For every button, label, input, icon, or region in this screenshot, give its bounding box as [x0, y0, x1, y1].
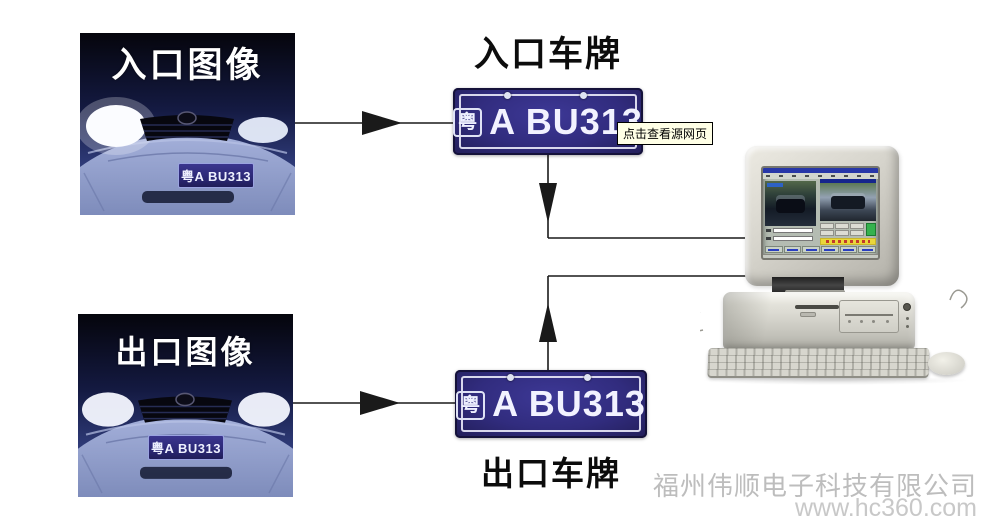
app-button-row — [765, 246, 877, 253]
plate-serial: A BU313 — [492, 383, 646, 424]
crt-monitor — [745, 146, 899, 286]
exit-photo-panel — [820, 183, 876, 221]
arrow-right-icon — [360, 391, 400, 415]
plate-frame — [461, 376, 641, 432]
plate-number-field — [773, 228, 813, 233]
plate-province: 粤 — [453, 108, 483, 137]
screw-icon — [580, 92, 588, 99]
exit-plate-title: 出口车牌 — [481, 455, 621, 492]
cdrom-tray-slit — [845, 314, 893, 316]
view-source-tooltip[interactable]: 点击查看源网页 — [617, 122, 714, 145]
exit-image-label: 出口图像 — [115, 334, 256, 370]
cdrom-buttons — [848, 320, 851, 323]
lpr-app-titlebar — [763, 168, 878, 173]
screw-icon — [583, 374, 591, 381]
exit-car-photo: 出口图像 粤A BU313 — [78, 314, 293, 497]
exit-photo-panel-header — [820, 179, 876, 183]
entrance-plate-title: 入口车牌 — [473, 35, 622, 74]
entrance-car-plate: 粤A BU313 — [178, 163, 254, 188]
monitor-neck — [772, 277, 844, 292]
car-front-illustration — [78, 314, 293, 497]
screw-icon — [504, 92, 512, 99]
arrow-right-icon — [362, 111, 402, 135]
exit-plate-image: 粤 A BU313 — [455, 370, 647, 438]
led-indicators — [906, 317, 909, 320]
screw-icon — [506, 374, 514, 381]
arrow-up-icon — [539, 303, 557, 342]
entrance-car-photo: 入口图像 粤A BU313 — [80, 33, 295, 215]
entry-photo-panel — [765, 181, 816, 226]
field-label — [766, 237, 771, 240]
plate-frame — [459, 94, 637, 149]
entrance-image-label: 入口图像 — [111, 46, 264, 85]
floppy-drive-slot — [795, 305, 839, 309]
mouse — [928, 352, 965, 375]
field-label — [766, 229, 771, 232]
plate-result-banner — [820, 238, 876, 245]
lpr-app-menubar — [763, 173, 878, 179]
plate-serial: A BU313 — [489, 100, 643, 142]
recognition-buttons — [820, 223, 864, 236]
plate-province: 粤 — [456, 390, 486, 420]
watermark-company: 福州伟顺电子科技有限公司 — [652, 471, 977, 501]
plate-number-field — [773, 236, 813, 241]
cdrom-drive — [839, 300, 899, 333]
watermark-website: www.hc360.com — [794, 494, 977, 521]
app-status-bar — [763, 254, 878, 258]
entrance-plate-image: 粤 A BU313 — [453, 88, 643, 155]
arrow-down-icon — [539, 183, 557, 223]
monitor-screen — [761, 166, 880, 260]
go-button — [866, 223, 876, 236]
exit-car-plate: 粤A BU313 — [148, 435, 224, 460]
computer-workstation — [700, 140, 982, 390]
floppy-eject-button — [800, 312, 816, 317]
desk-shadow — [700, 376, 970, 385]
power-button — [903, 303, 911, 311]
keyboard — [707, 348, 930, 376]
